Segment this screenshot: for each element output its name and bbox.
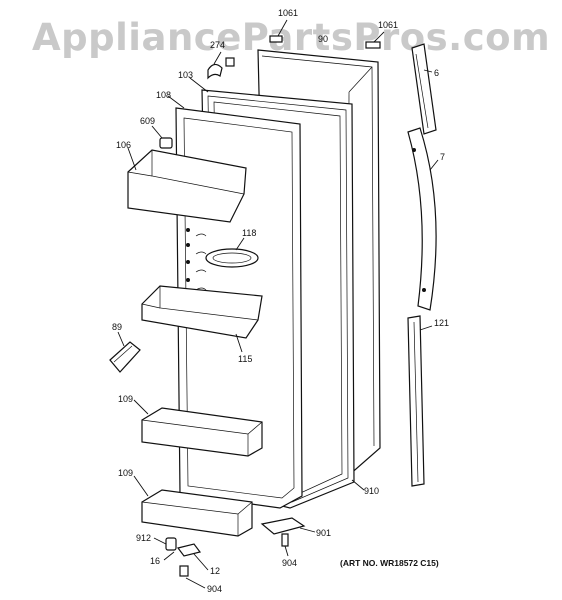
callout-6: 6 — [434, 68, 439, 78]
hinge-cap — [159, 137, 173, 149]
egg-tray — [205, 248, 259, 268]
top-rail-pieces — [269, 35, 381, 49]
callout-89: 89 — [112, 322, 122, 332]
callout-90: 90 — [318, 34, 328, 44]
door-bin-upper — [141, 407, 263, 457]
callout-7: 7 — [440, 152, 445, 162]
callout-108: 108 — [156, 90, 171, 100]
callout-1061-left: 1061 — [278, 8, 298, 18]
callout-115: 115 — [238, 354, 252, 364]
handle-trim-bottom — [407, 315, 425, 487]
callout-121: 121 — [434, 318, 449, 328]
bottle-clip — [109, 341, 141, 373]
shelf-bin — [141, 285, 263, 339]
callout-274: 274 — [210, 40, 225, 50]
art-number: (ART NO. WR18572 C15) — [340, 558, 439, 568]
watermark-text: AppliancePartsPros.com — [32, 16, 550, 59]
callout-12: 12 — [210, 566, 220, 576]
bottom-hinge-parts — [165, 533, 289, 577]
callout-106: 106 — [116, 140, 131, 150]
door-handle — [407, 127, 437, 311]
dairy-bin — [127, 149, 247, 223]
callout-904-bottom: 904 — [207, 584, 222, 594]
handle-cap-top — [411, 43, 437, 135]
callout-labels: 1061 1061 90 274 6 103 108 7 609 106 118… — [112, 8, 449, 594]
callout-118: 118 — [242, 228, 256, 238]
callout-609: 609 — [140, 116, 155, 126]
callout-904-right: 904 — [282, 558, 297, 568]
door-bin-lower — [141, 489, 253, 537]
callout-109-upper: 109 — [118, 394, 133, 404]
door-cam — [260, 517, 306, 535]
callout-16: 16 — [150, 556, 160, 566]
callout-912: 912 — [136, 533, 151, 543]
top-hinge-parts — [207, 57, 235, 80]
callout-103: 103 — [178, 70, 193, 80]
callout-1061-right: 1061 — [378, 20, 398, 30]
callout-901: 901 — [316, 528, 331, 538]
callout-109-lower: 109 — [118, 468, 133, 478]
callout-910: 910 — [364, 486, 379, 496]
leader-lines — [117, 19, 439, 589]
